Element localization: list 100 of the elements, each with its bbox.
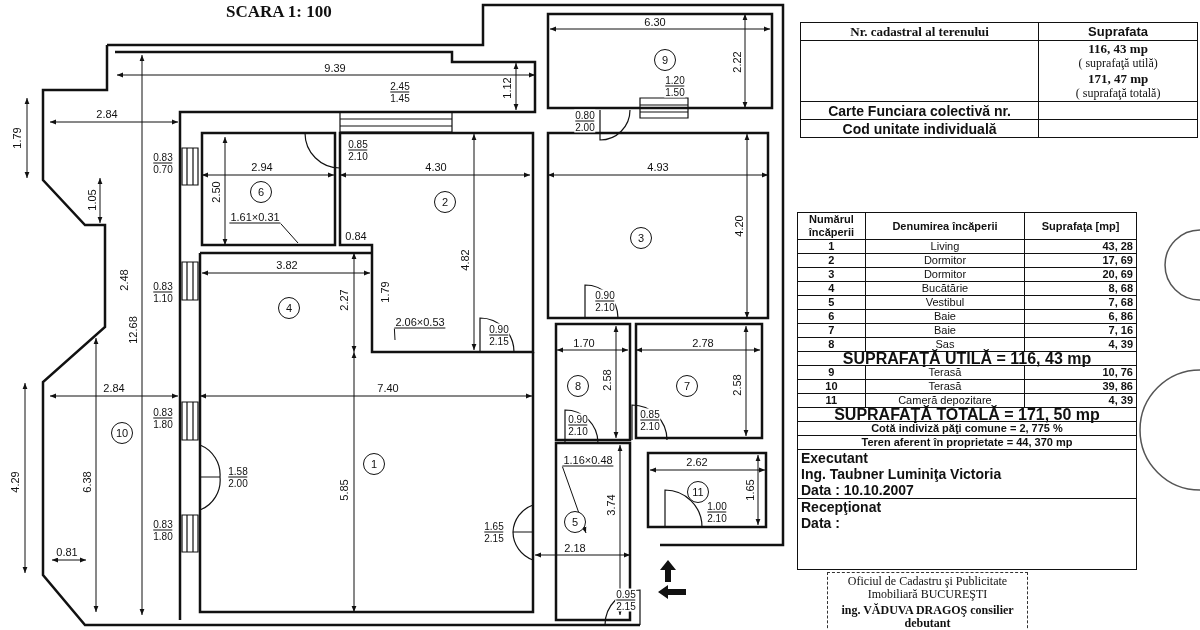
header-cell: Denumirea încăperii xyxy=(865,212,1025,240)
room-number: 11 xyxy=(687,481,709,503)
dimension-label: 1.79 xyxy=(379,280,391,304)
dimension-label: 4.29 xyxy=(9,470,21,494)
area-text: ( suprafaţă utilă) xyxy=(1077,56,1159,71)
table-cell: 1 xyxy=(797,239,866,254)
door-size-label: 0.80 2.00 xyxy=(574,109,596,133)
table-cell: 6 xyxy=(797,309,866,324)
table-cell: Bucătărie xyxy=(865,281,1025,296)
dimension-label: 1.12 xyxy=(501,76,513,100)
area-label: 2.06×0.53 xyxy=(394,315,446,329)
room-number: 7 xyxy=(676,375,698,397)
table-cell: Baie xyxy=(865,323,1025,338)
dimension-label: 3.74 xyxy=(605,493,617,517)
door-size-label: 0.83 1.80 xyxy=(152,406,174,430)
room-number: 8 xyxy=(567,375,589,397)
dimension-label: 2.48 xyxy=(118,268,130,292)
dimension-label: 9.39 xyxy=(323,62,347,74)
door-size-label: 0.83 0.70 xyxy=(152,151,174,175)
dimension-label: 1.79 xyxy=(11,126,23,150)
dimension-label: 2.50 xyxy=(210,180,222,204)
door-size-label: 1.58 2.00 xyxy=(227,465,249,489)
header-cell: Suprafata xyxy=(1038,22,1198,41)
table-cell: Teren aferent în proprietate = 44, 370 mp xyxy=(797,435,1137,450)
dimension-label: 2.58 xyxy=(601,368,613,392)
table-cell: 4, 39 xyxy=(1024,393,1137,408)
dimension-label: 2.18 xyxy=(563,542,587,554)
area-text: ( suprafaţă totală) xyxy=(1074,86,1162,101)
dimension-label: 4.93 xyxy=(646,161,670,173)
table-cell: 7, 16 xyxy=(1024,323,1137,338)
door-size-label: 1.00 2.10 xyxy=(706,500,728,524)
table-cell: Cotă indiviză păţi comune = 2, 775 % xyxy=(797,421,1137,436)
table-cell: 4 xyxy=(797,281,866,296)
header-cell: Suprafaţa [mp] xyxy=(1024,212,1137,240)
leader-line xyxy=(561,466,587,534)
room-number: 2 xyxy=(434,191,456,213)
table-cell: Cod unitate individuală xyxy=(800,119,1039,138)
signature-block-text: Recepţionat xyxy=(801,499,883,515)
table-cell: 8, 68 xyxy=(1024,281,1137,296)
dimension-label: 2.22 xyxy=(731,50,743,74)
table-cell: Carte Funciara colectivă nr. xyxy=(800,101,1039,120)
room-number: 10 xyxy=(111,422,133,444)
table-cell: Dormitor xyxy=(865,253,1025,268)
door-size-label: 0.95 2.15 xyxy=(615,588,637,612)
table-cell: Living xyxy=(865,239,1025,254)
table-cell: 7 xyxy=(797,323,866,338)
table-cell: 39, 86 xyxy=(1024,379,1137,394)
signature-block-text: Data : xyxy=(801,515,841,531)
dimension-label: 2.84 xyxy=(95,108,119,120)
table-cell: 2 xyxy=(797,253,866,268)
table-cell: 20, 69 xyxy=(1024,267,1137,282)
table-cell: 17, 69 xyxy=(1024,253,1137,268)
room-number: 4 xyxy=(278,297,300,319)
door-size-label: 0.90 2.15 xyxy=(488,323,510,347)
table-cell: 8 xyxy=(797,337,866,352)
table-cell: Baie xyxy=(865,309,1025,324)
dimension-label: 1.65 xyxy=(744,478,756,502)
table-cell: 5 xyxy=(797,295,866,310)
dimension-label: 6.38 xyxy=(81,470,93,494)
dimension-label: 2.27 xyxy=(338,288,350,312)
table-cell: Vestibul xyxy=(865,295,1025,310)
table-cell: Dormitor xyxy=(865,267,1025,282)
door-size-label: 2.45 1.45 xyxy=(389,80,411,104)
dimension-label: 2.58 xyxy=(731,373,743,397)
table-cell: 10, 76 xyxy=(1024,365,1137,380)
table-cell: Terasă xyxy=(865,365,1025,380)
area-label: 1.16×0.48 xyxy=(562,453,614,467)
dimension-label: 0.81 xyxy=(55,546,79,558)
stamp-box xyxy=(827,572,1028,630)
scale-title: SCARA 1: 100 xyxy=(225,2,333,22)
leader-line xyxy=(280,223,299,244)
signature-block-text: Executant xyxy=(801,450,869,466)
door-size-label: 1.65 2.15 xyxy=(483,520,505,544)
dimension-label: 4.20 xyxy=(733,214,745,238)
room-number: 6 xyxy=(250,181,272,203)
table-cell: SUPRAFAŢĂ TOTALĂ = 171, 50 mp xyxy=(797,407,1137,422)
dimension-label: 4.82 xyxy=(459,248,471,272)
signature-block-text: Data : 10.10.2007 xyxy=(801,482,915,498)
header-cell: Numărul încăperii xyxy=(797,212,866,240)
door-size-label: 0.90 2.10 xyxy=(567,413,589,437)
room-number: 3 xyxy=(630,227,652,249)
dimension-label: 3.82 xyxy=(275,259,299,271)
area-text: 171, 47 mp xyxy=(1086,71,1150,86)
door-size-label: 0.85 2.10 xyxy=(347,138,369,162)
door-size-label: 0.83 1.80 xyxy=(152,518,174,542)
stamp-text: ing. VĂDUVA DRAGOŞ consilier debutant xyxy=(840,604,1015,630)
dimension-label: 12.68 xyxy=(127,315,139,345)
table-cell: 7, 68 xyxy=(1024,295,1137,310)
door-size-label: 1.20 1.50 xyxy=(664,74,686,98)
table-cell: 11 xyxy=(797,393,866,408)
table-cell: 43, 28 xyxy=(1024,239,1137,254)
table-cell: 3 xyxy=(797,267,866,282)
room-number: 5 xyxy=(564,511,586,533)
area-text: 116, 43 mp xyxy=(1087,41,1149,56)
leader-line xyxy=(393,328,396,341)
table-cell: Terasă xyxy=(865,379,1025,394)
dimension-label: 1.05 xyxy=(86,188,98,212)
area-label: 1.61×0.31 xyxy=(229,210,281,224)
table-cell: 10 xyxy=(797,379,866,394)
door-size-label: 0.85 2.10 xyxy=(639,408,661,432)
